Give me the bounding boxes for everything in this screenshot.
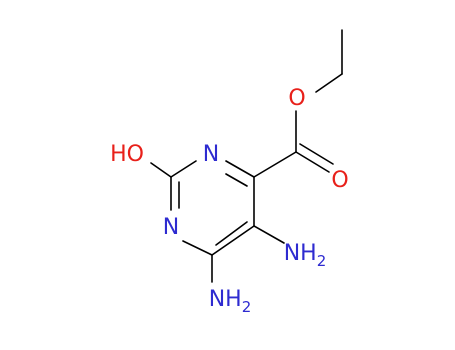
- amine-5-label: NH2: [284, 241, 327, 270]
- ester-oxygen-label: O: [288, 86, 305, 111]
- bonds: [150, 29, 343, 283]
- ring-nitrogen-n1-label: N: [163, 215, 179, 240]
- bond-carbonyl-double-a: [295, 151, 330, 173]
- bond-c4-n3-inner: [225, 173, 248, 187]
- bond-carbonyl-c4: [253, 151, 297, 178]
- bond-c6-c5: [211, 225, 255, 256]
- bond-ch2-o: [315, 73, 343, 93]
- hydroxyl-label: HO: [110, 142, 144, 167]
- carbonyl-oxygen-label: O: [331, 168, 348, 193]
- atom-labels: O O N N HO NH2 NH2: [110, 86, 349, 316]
- amine-6-subscript: 2: [242, 298, 252, 316]
- bond-c2-ho: [150, 162, 172, 178]
- amine-5-subscript: 2: [317, 252, 327, 270]
- bond-n1-c6: [182, 240, 213, 256]
- bond-c5-nh2: [253, 225, 285, 244]
- amine-5-main: NH: [284, 241, 317, 266]
- bond-c6-c5-inner: [215, 221, 248, 246]
- bond-n3-c2: [170, 160, 197, 178]
- bond-carbonyl-double-b: [299, 143, 334, 165]
- bond-c4-n3: [225, 160, 255, 178]
- amine-6-main: NH: [209, 287, 242, 312]
- amine-6-label: NH2: [209, 287, 252, 316]
- ring-nitrogen-n3-label: N: [203, 142, 219, 167]
